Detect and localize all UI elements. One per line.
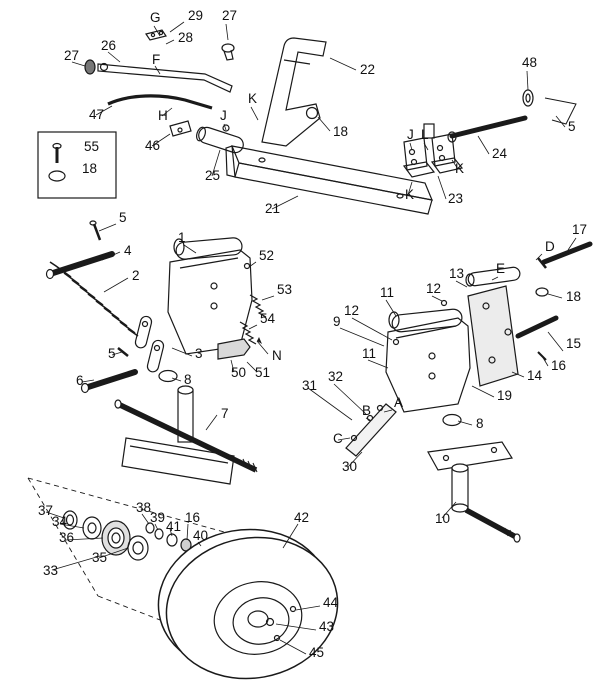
callout-18-inset: 18	[82, 161, 97, 176]
callout-15: 15	[566, 336, 581, 351]
spring-link-assembly-left	[45, 220, 165, 394]
callout-5-right: 5	[568, 119, 576, 134]
callout-36: 36	[59, 530, 74, 545]
callout-22: 22	[360, 62, 375, 77]
callout-32: 32	[328, 369, 343, 384]
callout-4: 4	[124, 243, 132, 258]
callout-43: 43	[319, 619, 334, 634]
callout-52: 52	[259, 248, 274, 263]
callout-30: 30	[342, 459, 357, 474]
side-plate-14-19	[465, 241, 593, 387]
callout-27-left: 27	[64, 48, 79, 63]
mounting-plate-30	[345, 403, 397, 457]
callout-7: 7	[221, 406, 229, 421]
callout-50: 50	[231, 365, 246, 380]
callout-E: E	[496, 261, 505, 276]
callout-8-right: 8	[476, 416, 484, 431]
callout-18-right: 18	[566, 289, 581, 304]
callout-11-lower: 11	[362, 346, 376, 361]
callout-45: 45	[309, 645, 324, 660]
callout-54: 54	[260, 311, 276, 326]
callout-J-left: J	[220, 108, 227, 123]
upright-arm-22	[261, 37, 327, 147]
callout-11-upper: 11	[380, 285, 394, 300]
callout-38: 38	[136, 500, 151, 515]
wheel-42	[157, 528, 339, 680]
callout-6: 6	[76, 373, 84, 388]
fork-weldment-10	[427, 441, 521, 543]
callout-13: 13	[449, 266, 464, 281]
callout-40: 40	[193, 528, 208, 543]
callout-35: 35	[92, 550, 107, 565]
callout-21: 21	[265, 201, 280, 216]
callout-24: 24	[492, 146, 508, 161]
callout-K-low: K	[405, 187, 414, 202]
callout-K-top: K	[248, 91, 257, 106]
callout-16-right: 16	[551, 358, 566, 373]
caster-weldment-7	[114, 385, 258, 485]
callout-12-upper: 12	[426, 281, 441, 296]
callout-31: 31	[302, 378, 317, 393]
callout-B: B	[362, 403, 371, 418]
callout-10: 10	[435, 511, 450, 526]
callout-53: 53	[277, 282, 292, 297]
callout-26: 26	[101, 38, 116, 53]
callout-27-top: 27	[222, 8, 237, 23]
callout-F: F	[152, 52, 160, 67]
main-frame-21	[225, 145, 433, 215]
callout-labels: G 29 27 28 26 27 F 22 48 5 47 H K J 46 1…	[38, 8, 587, 660]
callout-14: 14	[527, 368, 543, 383]
callout-D: D	[545, 239, 555, 254]
right-bracket-plates-23	[402, 89, 577, 178]
callout-55: 55	[84, 139, 99, 154]
top-lever-assembly	[84, 29, 244, 154]
callout-N: N	[272, 348, 282, 363]
callout-3: 3	[195, 346, 203, 361]
callout-46: 46	[145, 138, 160, 153]
callout-42: 42	[294, 510, 309, 525]
callout-51: 51	[255, 365, 270, 380]
callout-G: G	[150, 10, 161, 25]
callout-C: C	[333, 431, 343, 446]
callout-23: 23	[448, 191, 463, 206]
callout-2: 2	[132, 268, 140, 283]
callout-29: 29	[188, 8, 203, 23]
inset-box-55-18	[37, 131, 117, 199]
callout-17: 17	[572, 222, 587, 237]
callout-L: L	[421, 127, 429, 142]
callout-37: 37	[38, 503, 53, 518]
callout-5-pin: 5	[119, 210, 127, 225]
callout-5-link: 5	[108, 346, 116, 361]
callout-18-frame: 18	[333, 124, 348, 139]
caster-bracket-1	[158, 237, 269, 383]
callout-8-left: 8	[184, 372, 192, 387]
callout-19: 19	[497, 388, 512, 403]
caster-bracket-9	[385, 299, 471, 427]
callout-48: 48	[522, 55, 537, 70]
callout-K-mid: K	[455, 161, 464, 176]
callout-34: 34	[52, 514, 68, 529]
callout-1: 1	[178, 230, 186, 245]
callout-28: 28	[178, 30, 193, 45]
callout-33: 33	[43, 563, 58, 578]
callout-9: 9	[333, 314, 341, 329]
callout-A: A	[394, 395, 403, 410]
callout-39: 39	[150, 510, 165, 525]
callout-41: 41	[166, 519, 181, 534]
callout-16-hub: 16	[185, 510, 200, 525]
leader-lines	[45, 21, 577, 655]
callout-47: 47	[89, 107, 104, 122]
callout-44: 44	[323, 595, 339, 610]
callout-J-right: J	[407, 127, 414, 142]
callout-H: H	[158, 108, 168, 123]
callout-25: 25	[205, 168, 220, 183]
callout-12-lower: 12	[344, 303, 359, 318]
